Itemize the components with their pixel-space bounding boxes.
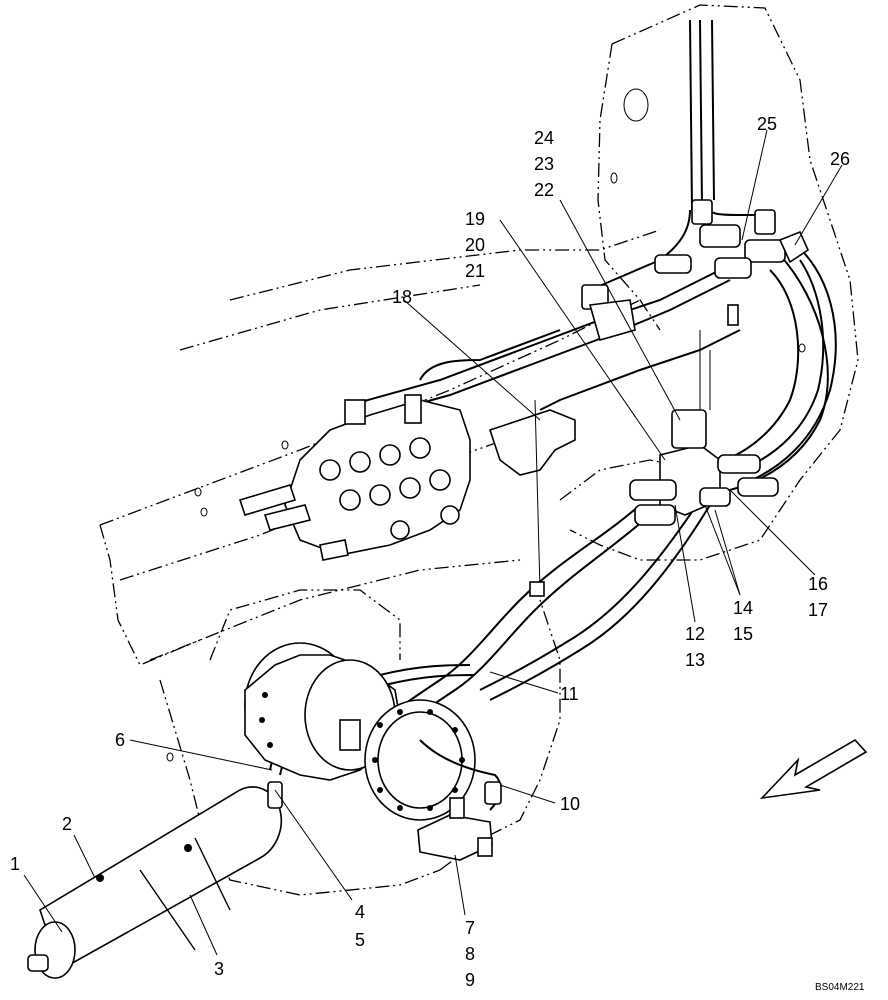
small-valve-block — [417, 739, 502, 861]
bracket — [488, 399, 576, 597]
callout-2: 2 — [62, 814, 72, 834]
direction-arrow-icon — [759, 738, 868, 800]
callout-19: 19 — [465, 209, 485, 229]
callout-26: 26 — [830, 149, 850, 169]
callout-11: 11 — [560, 684, 579, 704]
callout-1: 1 — [10, 854, 20, 874]
callout-21: 21 — [465, 261, 485, 281]
callout-17: 17 — [808, 600, 828, 620]
callout-24: 24 — [534, 128, 554, 148]
callout-16: 16 — [808, 574, 828, 594]
callout-8: 8 — [465, 944, 475, 964]
callout-18: 18 — [392, 287, 412, 307]
callout-10: 10 — [560, 794, 580, 814]
callout-14: 14 — [733, 598, 753, 618]
callout-20: 20 — [465, 235, 485, 255]
control-valve — [238, 394, 471, 561]
callout-12: 12 — [685, 624, 705, 644]
callout-labels: 1 2 3 4 5 6 7 8 9 10 11 12 13 14 15 16 1… — [10, 114, 865, 993]
callout-23: 23 — [534, 154, 554, 174]
callout-7: 7 — [465, 918, 475, 938]
diagram-code: BS04M221 — [815, 982, 865, 993]
callout-4: 4 — [355, 902, 365, 922]
callout-5: 5 — [355, 930, 365, 950]
callout-3: 3 — [214, 959, 224, 979]
manifold-block — [629, 304, 779, 526]
callout-13: 13 — [685, 650, 705, 670]
callout-22: 22 — [534, 180, 554, 200]
callout-9: 9 — [465, 970, 475, 990]
drive-motor — [244, 642, 476, 821]
callout-15: 15 — [733, 624, 753, 644]
callout-6: 6 — [115, 730, 125, 750]
right-hoses — [724, 239, 837, 491]
accumulator — [27, 781, 283, 979]
top-right-fittings — [581, 199, 810, 341]
callout-25: 25 — [757, 114, 777, 134]
leader-lines — [23, 129, 843, 956]
